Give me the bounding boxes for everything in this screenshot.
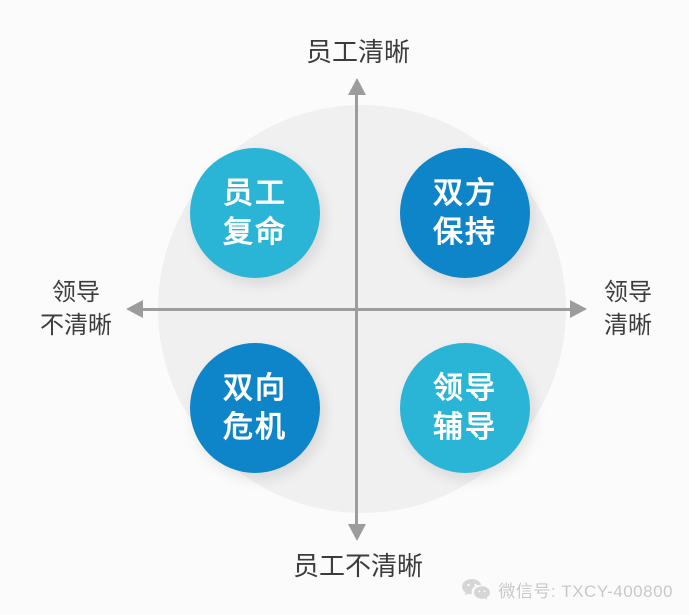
bubble-label-line: 保持	[433, 216, 497, 249]
bubble-label-line: 领导	[433, 372, 497, 405]
axis-label-top: 员工清晰	[305, 37, 410, 67]
axis-label-bottom: 员工不清晰	[292, 551, 423, 581]
axis-label-left: 领导 不清晰	[14, 276, 138, 342]
quadrant-bubble-top-left: 员工 复命	[190, 148, 320, 278]
axis-label-left-line1: 领导	[52, 279, 100, 306]
arrowhead-left-icon	[126, 300, 143, 318]
bubble-label-line: 危机	[223, 411, 287, 444]
watermark-text: 微信号: TXCY-400800	[498, 582, 673, 601]
arrowhead-right-icon	[570, 300, 587, 318]
axis-label-left-line2: 不清晰	[40, 312, 112, 339]
arrowhead-up-icon	[348, 78, 366, 95]
axis-label-right-line2: 清晰	[604, 312, 652, 339]
axis-label-right-line1: 领导	[604, 279, 652, 306]
wechat-icon	[461, 578, 491, 602]
bubble-label-line: 双方	[433, 177, 497, 210]
quadrant-bubble-top-right: 双方 保持	[400, 148, 530, 278]
bubble-label-line: 辅导	[433, 411, 497, 444]
quadrant-bubble-bottom-right: 领导 辅导	[400, 343, 530, 473]
axis-label-right: 领导 清晰	[574, 276, 682, 342]
watermark: 微信号: TXCY-400800	[461, 577, 673, 602]
quadrant-bubble-bottom-left: 双向 危机	[190, 343, 320, 473]
bubble-label-line: 复命	[223, 216, 287, 249]
bubble-label-line: 员工	[223, 177, 287, 210]
arrowhead-down-icon	[348, 524, 366, 541]
horizontal-axis-line	[142, 308, 574, 311]
bubble-label-line: 双向	[223, 372, 287, 405]
